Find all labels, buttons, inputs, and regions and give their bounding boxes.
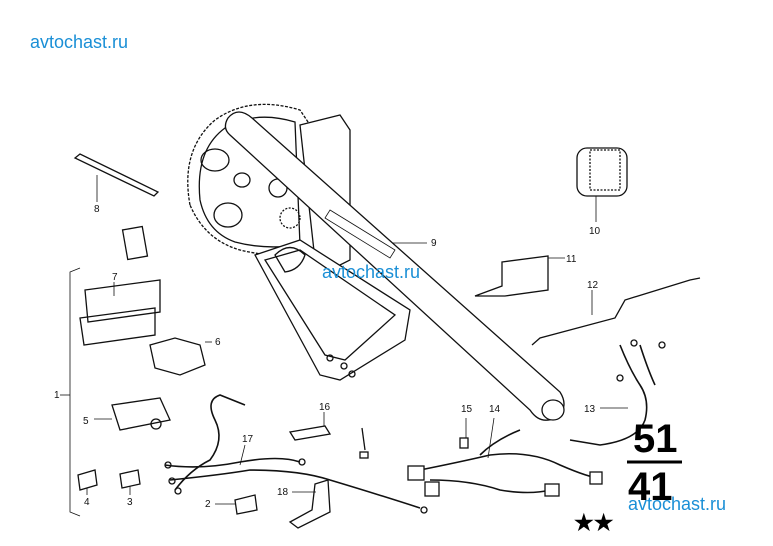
callout-17: 17	[242, 434, 254, 445]
part-5-switch	[111, 397, 171, 431]
callout-12: 12	[587, 280, 599, 291]
callout-18: 18	[277, 487, 289, 498]
part-15-clip	[459, 437, 469, 449]
nut-1	[359, 451, 369, 459]
mount-bolt-2	[340, 362, 348, 370]
callout-5: 5	[83, 416, 89, 427]
screw-1	[361, 427, 366, 451]
pinion-gear	[279, 207, 301, 229]
part-18-bracket	[288, 479, 331, 529]
mount-bolt-3	[348, 370, 356, 378]
gear-hole-2	[233, 172, 251, 188]
callout-2: 2	[205, 499, 211, 510]
part-7-plate	[84, 279, 161, 323]
part-10-connector	[576, 147, 628, 197]
part-2-clip	[234, 494, 258, 515]
part-3-clip	[119, 469, 141, 489]
callout-3: 3	[127, 497, 133, 508]
gear-hole-3	[213, 202, 243, 228]
star-markers: ★★	[574, 510, 614, 535]
callout-7: 7	[112, 272, 118, 283]
part-13-harness	[569, 339, 666, 446]
callout-6: 6	[215, 337, 221, 348]
callout-15: 15	[461, 404, 473, 415]
motor-housing-inner	[263, 249, 397, 361]
mount-bolt-1	[326, 354, 334, 362]
part-16-clip	[288, 425, 332, 441]
section-code-top: 51	[633, 417, 678, 461]
callout-1: 1	[54, 390, 60, 401]
callout-8: 8	[94, 204, 100, 215]
lift-arm-slot	[324, 209, 396, 259]
callout-4: 4	[84, 497, 90, 508]
part-8-strip	[73, 153, 160, 197]
leader-14	[487, 417, 495, 459]
gear-hole-1	[200, 148, 230, 172]
watermark-bottom-right: avtochast.ru	[628, 494, 727, 514]
motor-drive	[274, 246, 306, 273]
lift-arm-roller	[541, 399, 565, 421]
watermark-top-left: avtochast.ru	[30, 32, 129, 52]
callout-10: 10	[589, 226, 601, 237]
part-12-rod	[531, 277, 701, 346]
group-1-bracket	[69, 267, 81, 517]
switch-part	[121, 225, 149, 261]
callout-9: 9	[431, 238, 437, 249]
callout-14: 14	[489, 404, 501, 415]
part-6-relay	[149, 337, 206, 376]
window-regulator-assembly	[187, 103, 565, 421]
part-11-bracket	[474, 255, 549, 297]
callout-11: 11	[566, 254, 577, 265]
section-code-bottom: 41	[628, 465, 673, 509]
part-14-harness	[407, 429, 603, 497]
part-5-knob	[150, 418, 162, 430]
leader-17	[239, 444, 246, 466]
motor-housing	[254, 239, 411, 381]
callout-13: 13	[584, 404, 596, 415]
part-4-clip	[77, 469, 98, 491]
part-17-harness	[164, 394, 428, 514]
part-7-plate-lower	[79, 307, 156, 346]
callout-16: 16	[319, 402, 331, 413]
watermark-middle: avtochast.ru	[322, 262, 421, 282]
gear-sector	[187, 103, 321, 256]
